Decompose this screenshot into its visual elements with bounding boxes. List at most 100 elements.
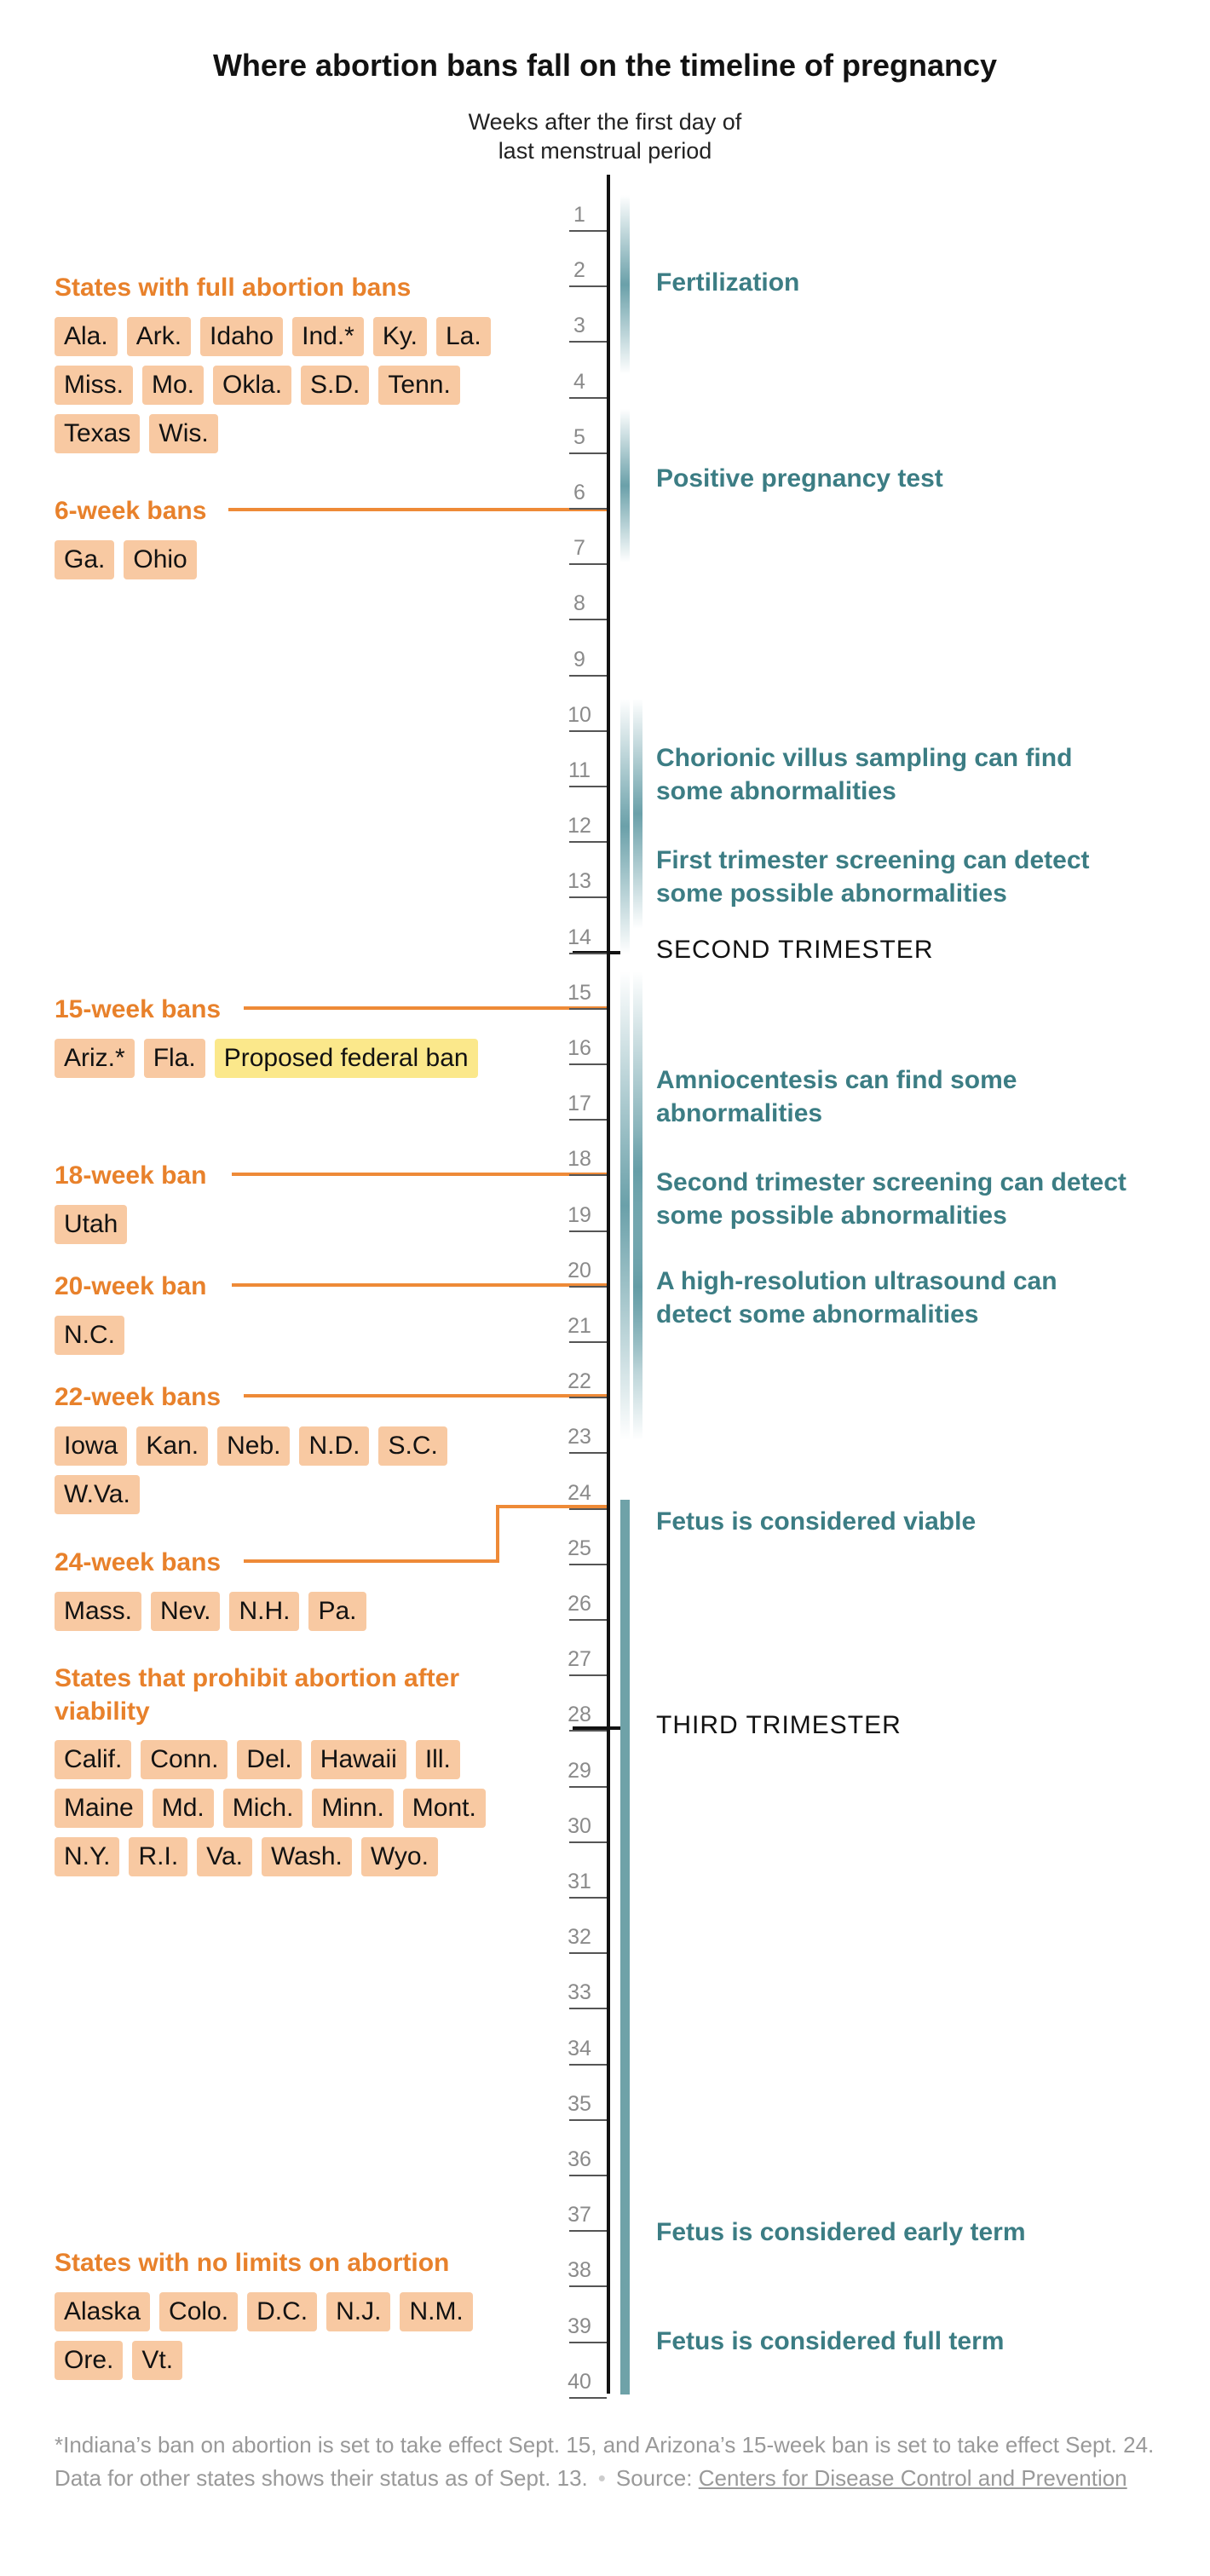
event-cvs-line2: some abnormalities (656, 777, 896, 805)
ban-line-18-week (232, 1173, 607, 1176)
state-chip: S.C. (378, 1426, 447, 1466)
week-tick-rule (569, 2230, 607, 2233)
week-tick-label: 17 (568, 1092, 591, 1116)
week-tick-rule (569, 2118, 607, 2121)
week-tick-label: 6 (573, 481, 585, 504)
week-tick-label: 23 (568, 1425, 591, 1449)
week-tick-label: 13 (568, 869, 591, 894)
week-tick-rule (569, 1841, 607, 1843)
chips-15-week: Ariz.*Fla.Proposed federal ban (55, 1039, 549, 1087)
week-tick-label: 19 (568, 1202, 591, 1227)
state-chip: Okla. (213, 366, 292, 405)
event-fertilization: Fertilization (656, 268, 800, 297)
week-tick-rule (569, 1285, 607, 1288)
state-chip: Minn. (312, 1789, 394, 1828)
state-chip: N.D. (299, 1426, 370, 1466)
week-tick-label: 37 (568, 2203, 591, 2227)
state-chip: Utah (55, 1205, 128, 1244)
week-tick-label: 8 (573, 591, 585, 616)
state-chip: Ind.* (292, 317, 364, 356)
event-sts-line2: some possible abnormalities (656, 1202, 1007, 1230)
state-chip: Del. (237, 1740, 302, 1779)
state-chip: Mont. (402, 1789, 486, 1828)
band-ultrasound (633, 1133, 642, 1440)
week-tick-rule (569, 841, 607, 844)
week-tick-rule (569, 1674, 607, 1677)
state-chip: Ariz.* (55, 1039, 135, 1078)
state-chip: Ga. (55, 540, 115, 579)
week-tick-label: 21 (568, 1314, 591, 1338)
axis-subtitle-line1: Weeks after the first day of (468, 109, 742, 135)
week-tick-label: 28 (568, 1703, 591, 1727)
source-label: Source: (615, 2465, 693, 2491)
state-chip: S.D. (301, 366, 370, 405)
ban-line-20-week (232, 1283, 607, 1287)
state-chip: Conn. (141, 1740, 228, 1779)
state-chip: D.C. (247, 2292, 318, 2331)
week-tick-rule (569, 1119, 607, 1121)
event-amniocentesis: Amniocentesis can find some abnormalitie… (656, 1063, 1017, 1130)
ban-heading-24-week: 24-week bans (55, 1548, 222, 1576)
week-tick-rule (569, 1397, 607, 1399)
event-full-term: Fetus is considered full term (656, 2327, 1005, 2355)
state-chip: Alaska (55, 2292, 151, 2331)
event-second-trimester-screening: Second trimester screening can detect so… (656, 1166, 1126, 1232)
state-chip: Ore. (55, 2341, 124, 2380)
state-chip: Kan. (136, 1426, 209, 1466)
week-tick-label: 25 (568, 1536, 591, 1560)
week-tick-rule (569, 896, 607, 899)
trimester-label-third: THIRD TRIMESTER (656, 1711, 902, 1739)
state-chip: Colo. (159, 2292, 239, 2331)
event-amnio-line1: Amniocentesis can find some (656, 1066, 1017, 1094)
ban-heading-15-week: 15-week bans (55, 995, 222, 1023)
state-chip: Ohio (124, 540, 197, 579)
week-tick-rule (569, 396, 607, 399)
band-cvs (633, 699, 642, 929)
state-chip: Mich. (222, 1789, 303, 1828)
band-viable (620, 1500, 630, 2394)
week-tick-rule (569, 1563, 607, 1565)
week-tick-rule (569, 2063, 607, 2066)
week-tick-label: 33 (568, 1980, 591, 2005)
source-link[interactable]: Centers for Disease Control and Preventi… (698, 2465, 1127, 2491)
state-chip: Wis. (149, 414, 218, 453)
event-viable: Fetus is considered viable (656, 1507, 977, 1536)
week-tick-rule (569, 1230, 607, 1232)
week-tick-label: 11 (568, 758, 591, 782)
ban-line-22-week (244, 1394, 607, 1397)
axis-subtitle-line2: last menstrual period (498, 138, 712, 164)
state-chip: Iowa (55, 1426, 128, 1466)
event-ultrasound: A high-resolution ultrasound can detect … (656, 1265, 1057, 1331)
state-chip: Ark. (126, 317, 192, 356)
week-tick-label: 29 (568, 1758, 591, 1783)
band-pregnancy-test (620, 409, 630, 562)
week-tick-rule (569, 285, 607, 288)
ban-line-24-week-vertical (496, 1505, 499, 1563)
week-tick-label: 24 (568, 1480, 591, 1505)
state-chip: N.C. (55, 1316, 124, 1355)
state-chip: Wyo. (360, 1837, 438, 1876)
week-tick-label: 18 (568, 1147, 591, 1172)
week-tick-label: 35 (568, 2091, 591, 2116)
week-tick-rule (569, 674, 607, 677)
ban-heading-viability-line2: viability (55, 1697, 150, 1726)
week-tick-label: 16 (568, 1036, 591, 1060)
week-tick-rule (569, 1341, 607, 1343)
week-tick-label: 36 (568, 2147, 591, 2171)
event-pregnancy-test: Positive pregnancy test (656, 464, 943, 493)
week-tick-label: 27 (568, 1647, 591, 1672)
state-chip: Neb. (217, 1426, 291, 1466)
week-tick-label: 7 (573, 536, 585, 561)
state-chip: Pa. (308, 1592, 366, 1631)
week-tick-label: 5 (573, 424, 585, 449)
footnote-separator: • (597, 2465, 606, 2491)
timeline-axis (607, 175, 610, 2394)
week-tick-rule (569, 1452, 607, 1455)
state-chip: N.H. (229, 1592, 300, 1631)
week-tick-label: 30 (568, 1813, 591, 1838)
ban-line-24-week-top (496, 1505, 607, 1508)
state-chip: Proposed federal ban (214, 1039, 478, 1078)
footnote-text: *Indiana’s ban on abortion is set to tak… (55, 2432, 1155, 2491)
week-tick-label: 14 (568, 925, 591, 949)
week-tick-rule (569, 230, 607, 232)
